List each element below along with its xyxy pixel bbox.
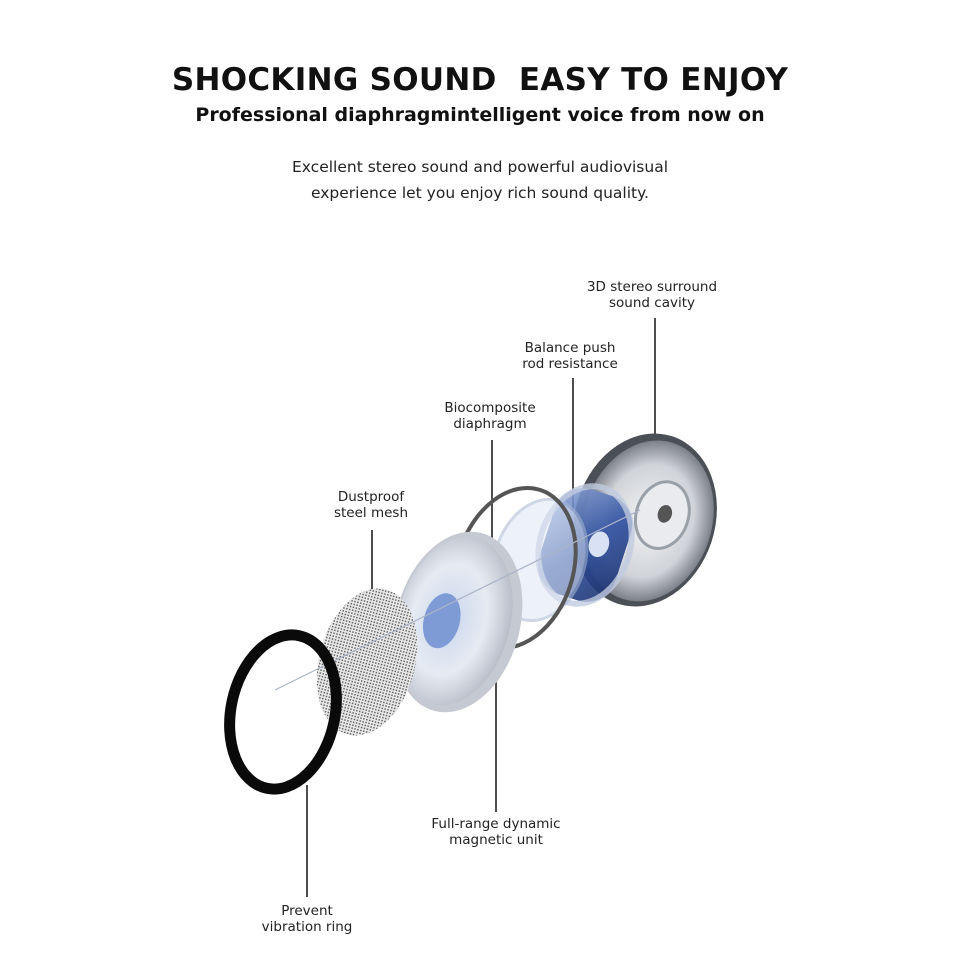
headline: SHOCKING SOUND EASY TO ENJOY xyxy=(171,62,789,98)
label-line: vibration ring xyxy=(261,919,353,935)
label-mesh: Dustproof steel mesh xyxy=(271,489,471,521)
label-magnetic-unit: Full-range dynamic magnetic unit xyxy=(396,816,596,848)
description-line-2: experience let you enjoy rich sound qual… xyxy=(310,184,649,202)
label-line: rod resistance xyxy=(522,356,618,372)
label-sound-cavity: 3D stereo surround sound cavity xyxy=(552,279,752,311)
subheadline: Professional diaphragmintelligent voice … xyxy=(195,104,765,126)
description: Excellent stereo sound and powerful audi… xyxy=(0,154,960,206)
label-line: Prevent xyxy=(281,903,333,919)
description-line-1: Excellent stereo sound and powerful audi… xyxy=(291,158,668,176)
diaphragm-part xyxy=(393,531,523,713)
label-line: Dustproof xyxy=(337,489,405,505)
label-line: steel mesh xyxy=(333,505,409,521)
label-line: Full-range dynamic xyxy=(431,816,561,832)
label-diaphragm: Biocomposite diaphragm xyxy=(390,400,590,432)
vibration-ring-part xyxy=(224,629,342,795)
label-push-rod: Balance push rod resistance xyxy=(470,340,670,372)
label-line: Biocomposite xyxy=(444,400,536,416)
label-line: diaphragm xyxy=(453,416,527,432)
label-ring: Prevent vibration ring xyxy=(207,903,407,935)
label-line: 3D stereo surround xyxy=(586,279,718,295)
label-line: sound cavity xyxy=(609,295,695,311)
label-line: magnetic unit xyxy=(449,832,543,848)
label-line: Balance push xyxy=(524,340,616,356)
